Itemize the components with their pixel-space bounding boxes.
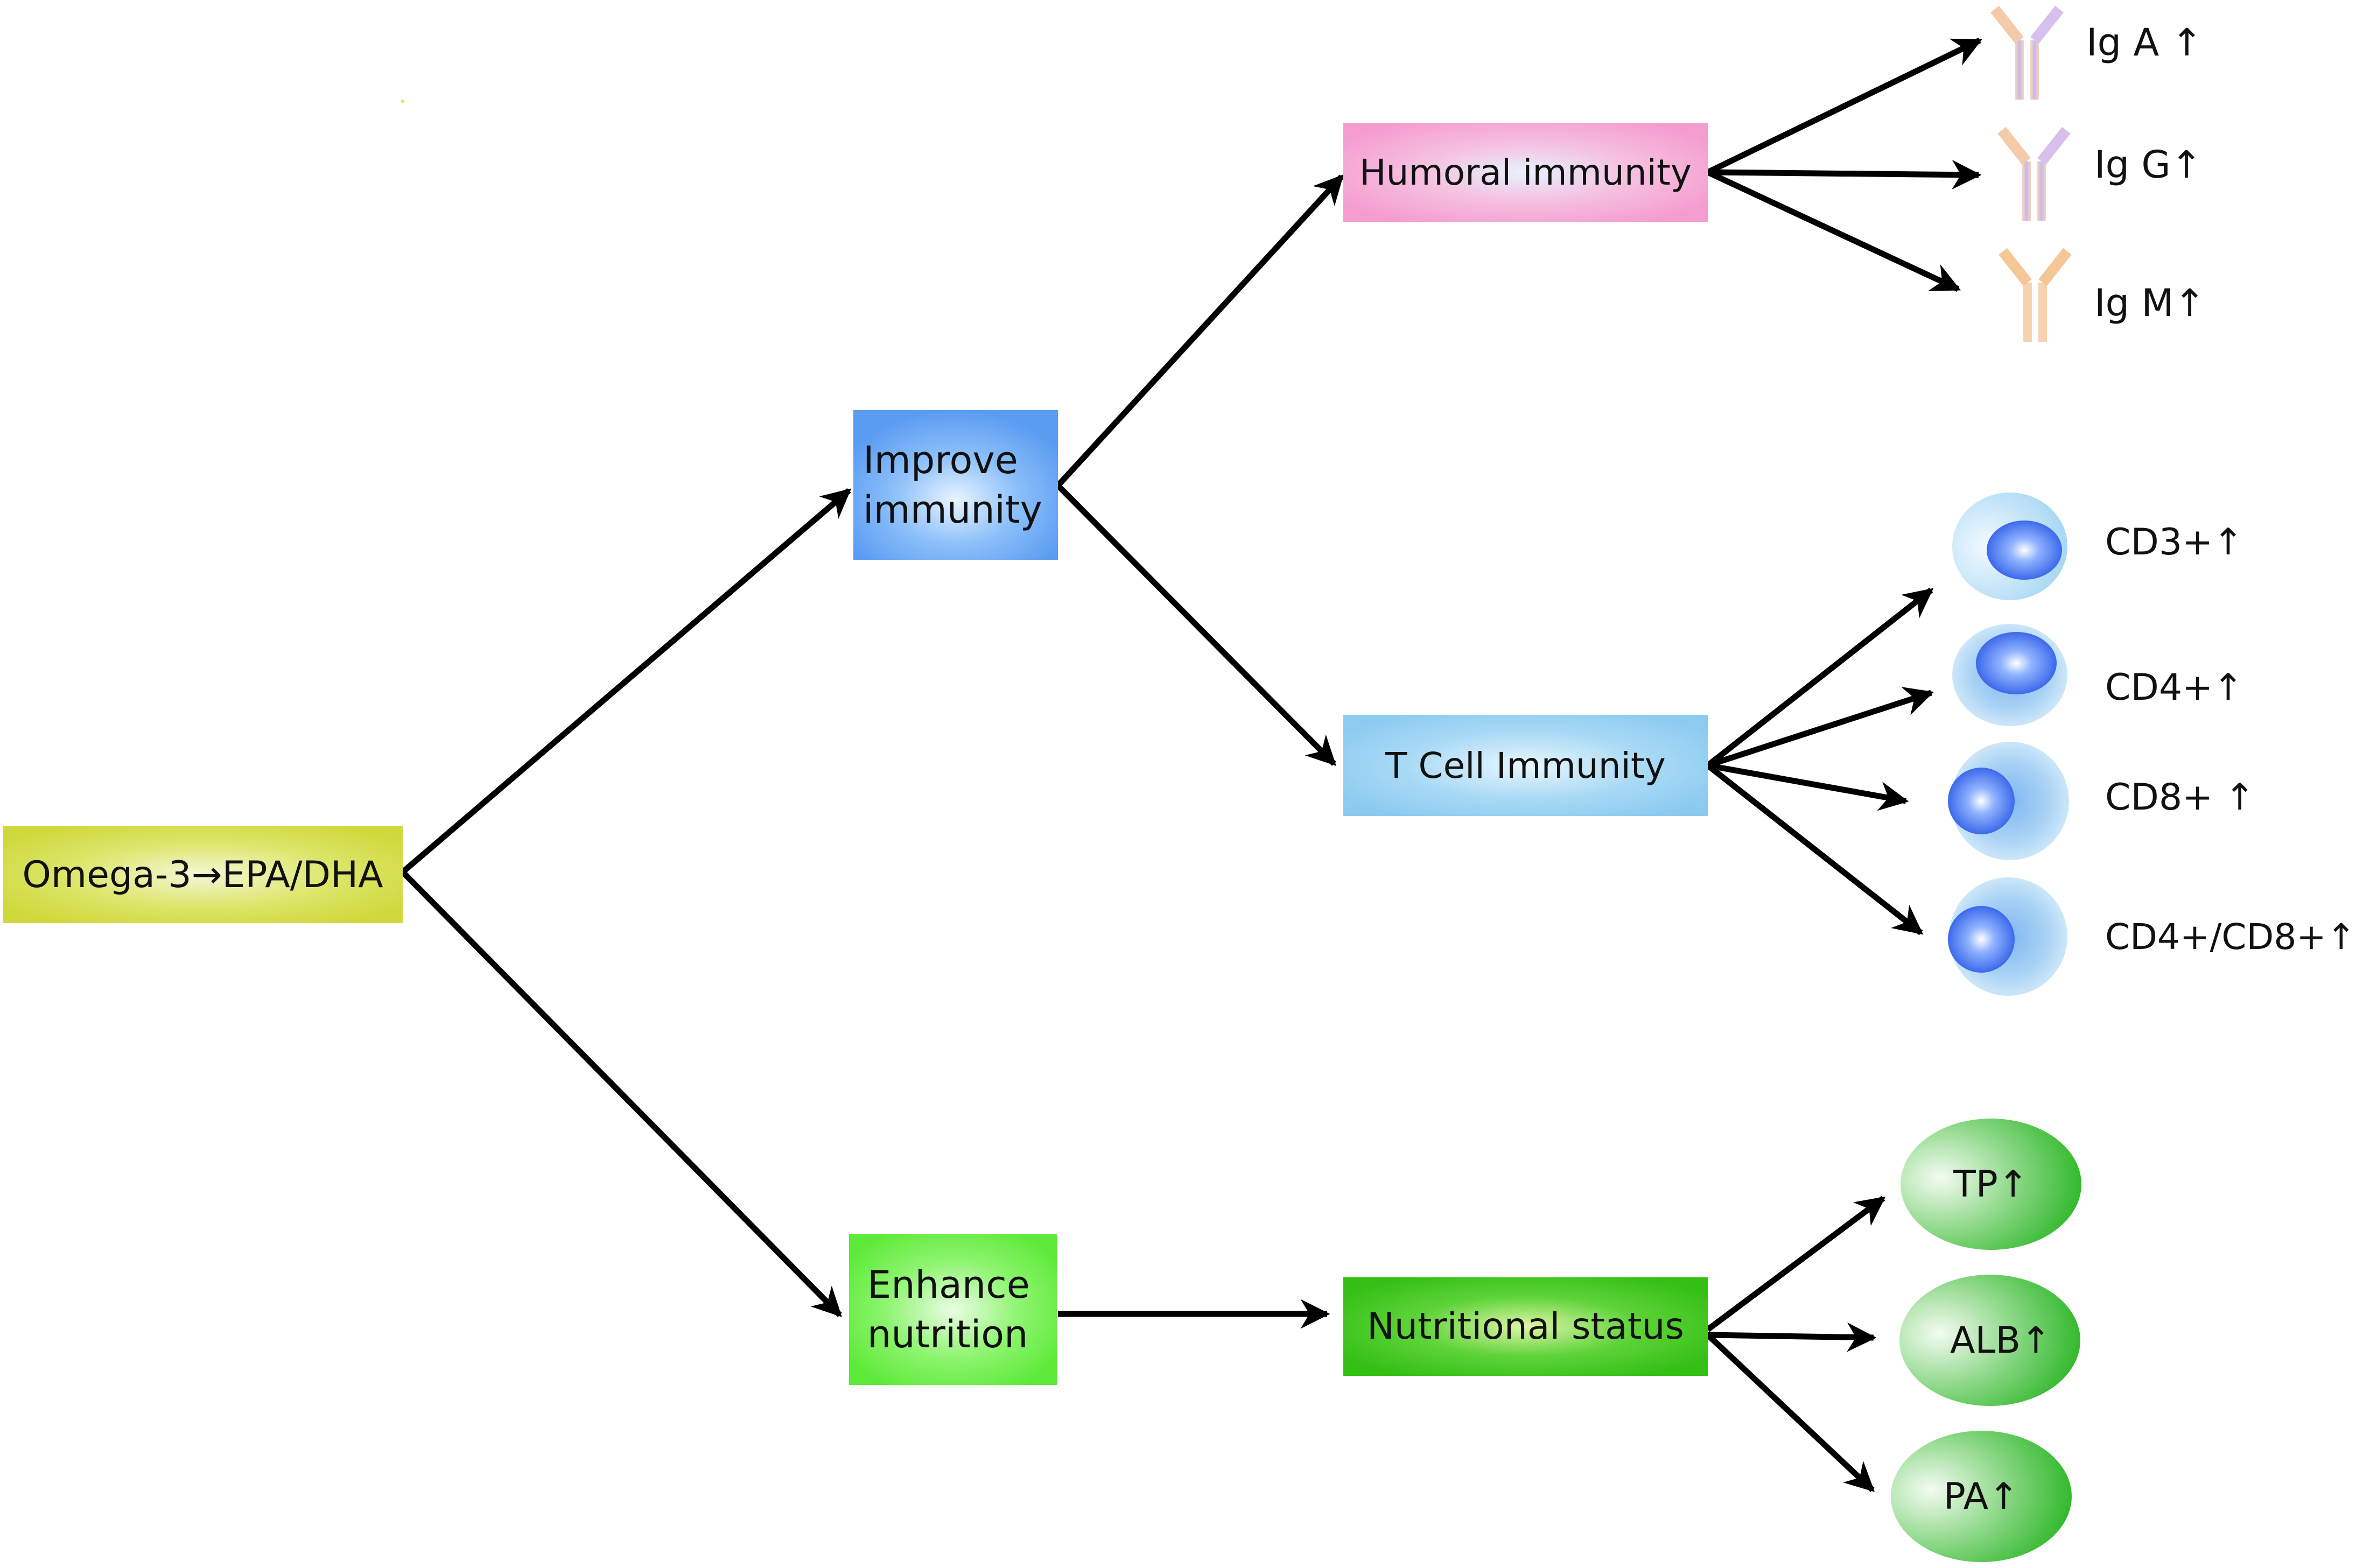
source-label: Omega-3→EPA/DHA: [22, 853, 383, 896]
cell-icon: [1952, 624, 2067, 726]
marker-label-tp: TP↑: [1901, 1119, 2081, 1250]
arrow-humoral-to-igg: [1707, 160, 1982, 190]
arrow-immunity-to-humoral: [1055, 174, 1344, 488]
improve-immunity-line2: immunity: [863, 488, 1042, 532]
arrow-status-to-tp: [1706, 1196, 1886, 1332]
arrow-tcell-to-cd4cd8: [1706, 763, 1924, 936]
stray-dot: [401, 100, 404, 103]
cell-label-cd3: CD3+↑: [2105, 521, 2244, 564]
marker-ellipse-pa: [1891, 1431, 2072, 1562]
antibody-icon: [1997, 126, 2071, 221]
arrow-humoral-to-igm: [1706, 170, 1961, 292]
improve-immunity-node: Improve immunity: [853, 410, 1058, 560]
improve-immunity-line1: Improve: [863, 438, 1018, 482]
humoral-immunity-label: Humoral immunity: [1359, 152, 1692, 193]
cell-icon: [1948, 742, 2069, 860]
marker-label-pa: PA↑: [1891, 1431, 2072, 1562]
arrow-immunity-to-tcell: [1056, 483, 1336, 766]
arrow-tcell-to-cd8: [1707, 762, 1909, 811]
enhance-nutrition-node: Enhance nutrition: [849, 1234, 1057, 1385]
cell-icon: [1948, 877, 2067, 996]
enhance-nutrition-line2: nutrition: [867, 1312, 1028, 1356]
marker-text-alb: ALB↑: [1950, 1319, 2052, 1362]
tcell-immunity-label: T Cell Immunity: [1385, 744, 1666, 786]
arrow-status-to-pa: [1706, 1332, 1875, 1493]
antibody-label-iga: Ig A ↑: [2086, 20, 2203, 65]
connectors: [401, 38, 1982, 1493]
cell-label-cd4: CD4+↑: [2105, 666, 2244, 709]
marker-text-tp: TP↑: [1953, 1163, 2029, 1206]
source-node: Omega-3→EPA/DHA: [3, 826, 403, 923]
nutritional-status-node: Nutritional status: [1343, 1277, 1708, 1376]
tcell-immunity-node: T Cell Immunity: [1343, 715, 1708, 816]
source-box-bg: [3, 826, 403, 923]
enhance-nutrition-box-bg: [849, 1234, 1057, 1385]
humoral-immunity-node: Humoral immunity: [1343, 123, 1708, 222]
arrow-tcell-to-cd4: [1707, 687, 1934, 769]
cell-label-cd4-cd8-ratio: CD4+/CD8+↑: [2105, 916, 2356, 958]
antibody-label-igg: Ig G↑: [2094, 143, 2203, 187]
arrow-source-to-nutrition: [401, 870, 842, 1317]
marker-label-alb: ALB↑: [1899, 1275, 2080, 1406]
marker-text-pa: PA↑: [1943, 1475, 2020, 1518]
cell-icon: [1952, 493, 2067, 600]
arrow-tcell-to-cd3: [1706, 587, 1934, 768]
humoral-box-bg: [1343, 123, 1708, 222]
marker-ellipse-alb: [1899, 1275, 2080, 1406]
enhance-nutrition-line1: Enhance: [867, 1263, 1030, 1307]
antibody-label-igm: Ig M↑: [2094, 281, 2206, 325]
arrow-humoral-to-iga: [1706, 38, 1982, 175]
tcell-box-bg: [1343, 715, 1708, 816]
cell-label-cd8: CD8+ ↑: [2105, 776, 2255, 819]
improve-immunity-box-bg: [853, 410, 1058, 560]
nutritional-status-box-bg: [1343, 1277, 1708, 1376]
nutritional-status-label: Nutritional status: [1367, 1305, 1684, 1348]
arrow-source-to-immunity: [401, 488, 852, 875]
antibody-icon: [1990, 5, 2064, 100]
antibody-icon: [1999, 248, 2072, 342]
arrow-status-to-alb: [1707, 1322, 1877, 1352]
marker-ellipse-tp: [1901, 1119, 2081, 1250]
